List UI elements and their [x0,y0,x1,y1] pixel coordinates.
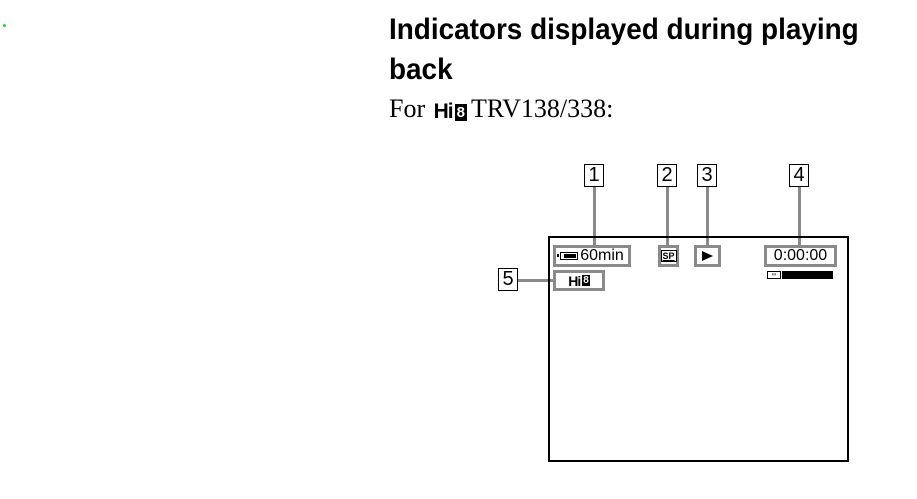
callout-5-label: 5 [498,268,518,291]
callout-3-label: 3 [697,164,717,187]
callout-1-connector [593,187,596,245]
battery-icon [557,252,579,260]
format-logo-number: 8 [582,275,590,286]
lcd-screen [548,236,849,462]
callout-2-connector [666,187,669,245]
callout-4-label: 4 [789,164,809,187]
cassette-icon: ∞ [767,271,781,279]
callout-2-label: 2 [657,164,677,187]
tape-remaining-fill [782,271,833,279]
subheading-prefix: For [389,94,426,123]
format-indicator: Hi 8 [553,270,605,291]
callout-4-connector [798,187,801,245]
tape-speed-text: SP [660,250,677,262]
hi8-format-icon: Hi 8 [568,273,590,289]
battery-indicator: 60min [553,245,631,267]
callout-1-label: 1 [584,164,604,187]
hi8-logo-text: Hi [433,100,454,123]
play-indicator [694,245,721,267]
model-subheading: For Hi 8 TRV138/338: [389,94,613,127]
play-icon [702,251,713,261]
callout-5-connector [518,279,554,282]
time-counter-text: 0:00:00 [773,247,828,264]
battery-remaining-text: 60min [580,247,624,264]
callout-3-connector [706,187,709,245]
tape-remaining-bar: ∞ [767,270,833,280]
hi8-logo-icon: Hi 8 [434,97,467,127]
tape-speed-indicator: SP [658,245,679,267]
subheading-suffix: TRV138/338: [470,94,614,123]
hi8-logo-number: 8 [454,103,467,121]
time-counter-indicator: 0:00:00 [764,245,837,267]
page-heading: Indicators displayed during playing back [389,13,859,86]
marker-dot [3,24,6,27]
format-logo-text: Hi [568,272,581,289]
